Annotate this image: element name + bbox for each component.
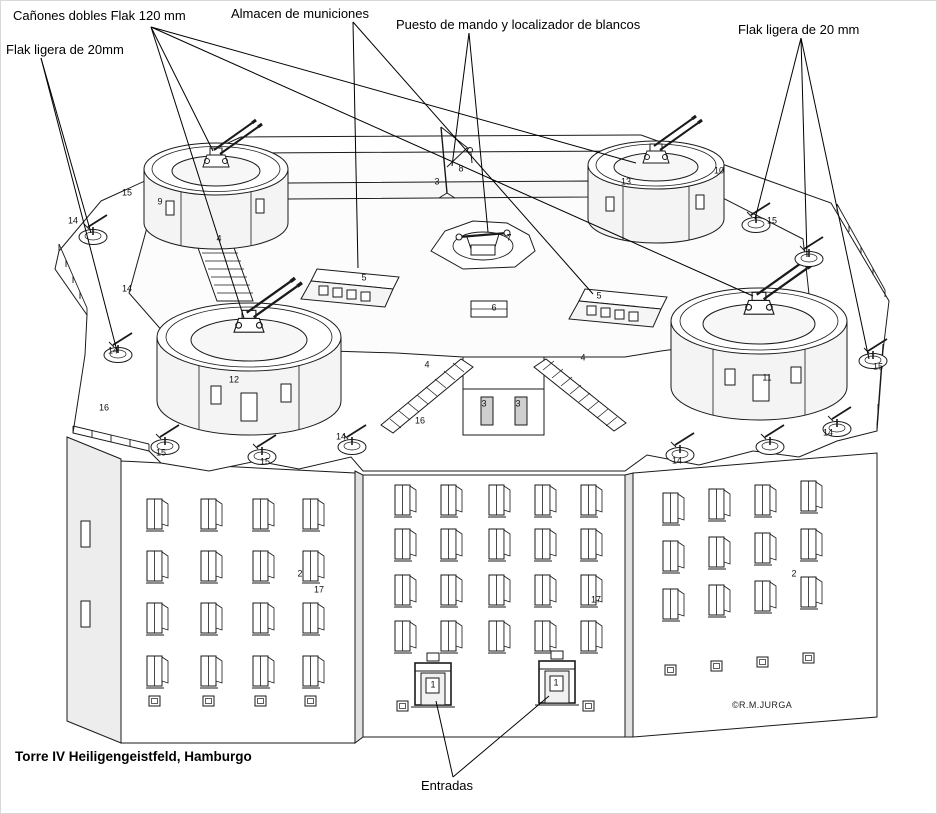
part-number: 12 <box>228 374 240 385</box>
part-number: 14 <box>121 283 133 294</box>
part-number: 3 <box>481 398 487 409</box>
part-number: 14 <box>107 345 119 356</box>
part-number: 15 <box>766 215 778 226</box>
leader-line-command <box>451 32 470 167</box>
label-flak20-left: Flak ligera de 20mm <box>6 42 124 57</box>
leader-line-flak20_left <box>40 57 118 352</box>
part-number: 5 <box>361 272 367 283</box>
ammo-bunker-right <box>568 288 668 328</box>
leader-line-flak20_right <box>800 37 870 360</box>
leader-line-ammo <box>352 21 594 295</box>
part-number: 17 <box>313 584 325 595</box>
part-number: 17 <box>590 594 602 605</box>
turret-front-left <box>156 276 342 436</box>
entrance-doors <box>411 650 579 708</box>
leader-line-flak20_right <box>800 37 808 258</box>
staircase-right <box>533 358 627 432</box>
part-number: 14 <box>671 455 683 466</box>
part-number: 1 <box>430 679 436 690</box>
gun-turrets <box>143 114 848 436</box>
part-number: 10 <box>713 165 725 176</box>
leader-line-flak120 <box>150 26 245 319</box>
part-number: 3 <box>434 176 440 187</box>
staircase-left <box>380 358 474 434</box>
leader-line-command <box>468 32 489 233</box>
label-ammo-store: Almacen de municiones <box>231 6 370 21</box>
part-number: 14 <box>822 427 834 438</box>
part-number: 15 <box>155 447 167 458</box>
leader-line-entrances <box>435 700 454 778</box>
roof-structures <box>300 126 668 436</box>
part-number: 14 <box>67 215 79 226</box>
part-number: 4 <box>580 352 586 363</box>
label-flak20-right: Flak ligera de 20 mm <box>738 22 860 37</box>
part-number: 16 <box>414 415 426 426</box>
leader-line-flak120 <box>150 26 637 164</box>
leader-line-flak20_right <box>754 37 802 220</box>
part-number: 5 <box>596 290 602 301</box>
part-number: 11 <box>762 372 772 383</box>
part-number: 15 <box>121 187 133 198</box>
part-number: 4 <box>216 233 222 244</box>
label-flak120-guns: Cañones dobles Flak 120 mm <box>13 8 186 23</box>
part-number: 15 <box>872 361 884 372</box>
leader-line-entrances <box>452 695 550 778</box>
artist-signature: ©R.M.JURGA <box>732 700 793 710</box>
part-number: 1 <box>553 677 559 688</box>
building-facades <box>66 436 878 744</box>
part-number: 13 <box>620 176 632 187</box>
turret-rear-left <box>143 118 289 250</box>
leader-line-flak120 <box>150 26 754 297</box>
part-number: 2 <box>297 568 303 579</box>
part-number: 7 <box>506 232 512 243</box>
part-number: 15 <box>259 456 271 467</box>
label-entrances: Entradas <box>421 778 474 793</box>
part-number: 8 <box>458 163 464 174</box>
callout-lines <box>40 21 870 778</box>
front-wall <box>462 357 545 436</box>
part-number: 14 <box>335 431 347 442</box>
turret-front-right <box>670 258 848 421</box>
leader-line-flak20_left <box>40 57 92 234</box>
leader-line-ammo <box>352 21 359 269</box>
part-number: 16 <box>98 402 110 413</box>
command-post <box>430 220 536 270</box>
caption-title: Torre IV Heiligengeistfeld, Hamburgo <box>15 749 252 764</box>
ammo-bunker-left <box>300 268 400 308</box>
deck-hatch <box>470 300 508 318</box>
part-number: 3 <box>515 398 521 409</box>
part-number: 6 <box>491 302 497 313</box>
turret-rear-right <box>587 114 725 244</box>
part-number: 2 <box>791 568 797 579</box>
part-number: 4 <box>424 359 430 370</box>
leader-line-flak120 <box>150 26 214 152</box>
part-number: 9 <box>157 196 163 207</box>
label-command-post: Puesto de mando y localizador de blancos <box>396 17 641 32</box>
